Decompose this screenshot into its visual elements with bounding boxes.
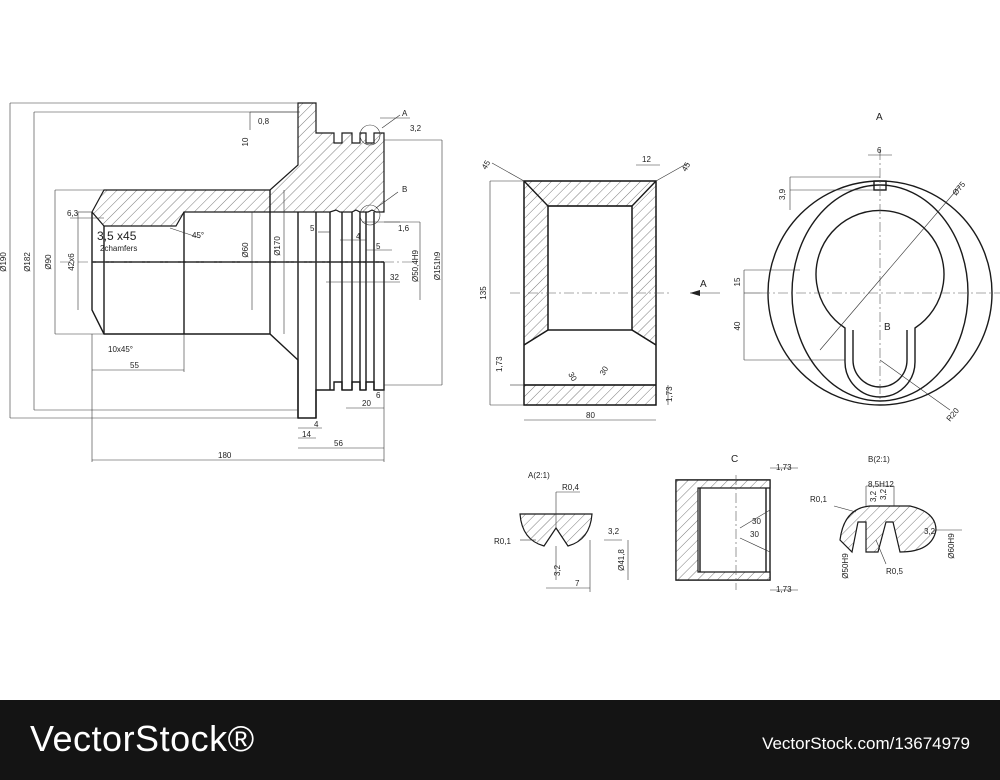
- main-dim-5a: 5: [310, 224, 315, 233]
- main-dim-3-2: 3,2: [410, 124, 422, 133]
- main-dim-0-8: 0,8: [258, 117, 270, 126]
- main-dim-10x45: 10x45°: [108, 345, 133, 354]
- main-dim-d190: Ø190: [0, 252, 8, 272]
- main-dim-45deg: 45°: [192, 231, 204, 240]
- watermark-footer: VectorStock® VectorStock.com/13674979: [0, 700, 1000, 780]
- section-dim-12: 12: [642, 155, 651, 164]
- main-chamfer-count: 2chamfers: [100, 244, 137, 253]
- main-dim-1-6: 1,6: [398, 224, 410, 233]
- detail-a-dim-3-2b: 3,2: [553, 564, 562, 576]
- section-dim-1-73a: 1,73: [495, 356, 504, 372]
- end-view: A 6 3,9 Ø75 15 40 R20 B: [733, 112, 1000, 423]
- detail-b-dim-d60h9: Ø60H9: [947, 533, 956, 559]
- main-dim-d182: Ø182: [23, 252, 32, 272]
- main-dim-d90: Ø90: [44, 254, 53, 270]
- detail-c-dim-30b: 30: [750, 530, 759, 539]
- end-dim-6: 6: [877, 146, 882, 155]
- end-dim-r20: R20: [945, 406, 962, 423]
- section-dim-1-73b: 1,73: [665, 386, 674, 402]
- main-dim-180: 180: [218, 451, 232, 460]
- detail-b-dim-r0-5: R0,5: [886, 567, 903, 576]
- main-dim-20: 20: [362, 399, 371, 408]
- section-cut-label: A: [700, 279, 707, 290]
- engineering-drawing: Ø190 Ø182 Ø90 42x6 6,3 Ø60 Ø170 Ø50,4H9 …: [0, 102, 1000, 594]
- detail-a: A(2:1) R0,4 R0,1 3,2 3,2 Ø41,8 7: [494, 471, 629, 592]
- main-dim-d170: Ø170: [273, 236, 282, 256]
- section-dim-30a: 30: [566, 371, 579, 384]
- detail-b-dim-3-2b: 3,2: [879, 488, 888, 500]
- main-dim-56: 56: [334, 439, 343, 448]
- section-dim-45-left: 45: [480, 158, 493, 171]
- main-dim-55: 55: [130, 361, 139, 370]
- detail-b-dim-3-2a: 3,2: [869, 490, 878, 502]
- main-dim-4a: 4: [356, 232, 361, 241]
- main-dim-d151: Ø151h9: [433, 251, 442, 280]
- main-dim-5b: 5: [376, 242, 381, 251]
- main-section-hatch: [91, 102, 385, 227]
- detail-b-dim-8-5: 8,5H12: [868, 480, 894, 489]
- detail-c-title: C: [731, 454, 738, 465]
- section-dim-30b: 30: [598, 364, 611, 377]
- detail-b-dim-r0-1: R0,1: [810, 495, 827, 504]
- main-dim-6-3: 6,3: [67, 209, 79, 218]
- section-dim-135: 135: [479, 286, 488, 300]
- detail-a-dim-7: 7: [575, 579, 580, 588]
- end-dim-15: 15: [733, 277, 742, 286]
- main-chamfer-note: 3,5 x45: [97, 229, 137, 243]
- main-dim-14: 14: [302, 430, 311, 439]
- section-view: 45 12 45 135 1,73 30 30 80 1,73 A: [479, 155, 720, 421]
- main-dim-d60: Ø60: [241, 242, 250, 258]
- detail-b-title: B(2:1): [868, 455, 890, 464]
- main-dim-6: 6: [376, 391, 381, 400]
- end-dim-d75: Ø75: [951, 179, 968, 197]
- detail-c: C 1,73 30 30 1,73: [675, 454, 798, 594]
- detail-b: B(2:1) 8,5H12 R0,1 3,2 3,2 3,2 Ø50H9 R0,…: [810, 455, 962, 579]
- main-dim-d50: Ø50,4H9: [411, 249, 420, 282]
- detail-c-dim-1-73b: 1,73: [776, 585, 792, 594]
- detail-b-dim-d50h9: Ø50H9: [841, 553, 850, 579]
- main-dim-42x6: 42x6: [67, 253, 76, 271]
- detail-a-dim-3-2a: 3,2: [608, 527, 620, 536]
- detail-a-dim-r0-1: R0,1: [494, 537, 511, 546]
- main-view: Ø190 Ø182 Ø90 42x6 6,3 Ø60 Ø170 Ø50,4H9 …: [0, 102, 443, 462]
- detail-c-dim-30a: 30: [752, 517, 761, 526]
- end-dim-40: 40: [733, 321, 742, 330]
- vectorstock-logo: VectorStock®: [30, 718, 255, 759]
- detail-a-dim-d41-8: Ø41,8: [617, 549, 626, 571]
- detail-b-dim-3-2c: 3,2: [924, 527, 936, 536]
- main-label-a: A: [402, 109, 408, 118]
- detail-c-dim-1-73a: 1,73: [776, 463, 792, 472]
- main-dim-10: 10: [241, 137, 250, 146]
- detail-a-dim-r0-4: R0,4: [562, 483, 579, 492]
- image-credit: VectorStock.com/13674979: [762, 734, 970, 753]
- end-label-b: B: [884, 322, 891, 333]
- detail-a-title: A(2:1): [528, 471, 550, 480]
- section-dim-80: 80: [586, 411, 595, 420]
- end-dim-3-9: 3,9: [778, 188, 787, 200]
- main-dim-4b: 4: [314, 420, 319, 429]
- main-label-b: B: [402, 185, 407, 194]
- end-view-title: A: [876, 112, 883, 123]
- main-dim-32: 32: [390, 273, 399, 282]
- section-dim-45-right: 45: [680, 160, 693, 173]
